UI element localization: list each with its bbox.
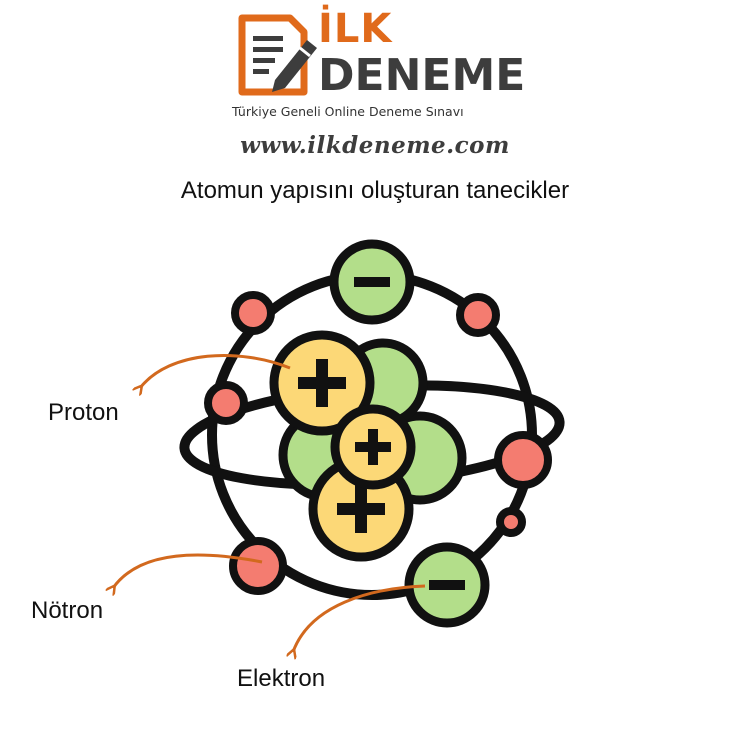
neutron-particle bbox=[204, 381, 248, 425]
neutron-particle bbox=[496, 507, 526, 537]
brand-tagline: Türkiye Geneli Online Deneme Sınavı bbox=[232, 104, 464, 119]
electron-particle bbox=[329, 239, 415, 325]
minus-icon bbox=[354, 277, 390, 287]
brand-logo: İLK DENEME Türkiye Geneli Online Deneme … bbox=[0, 0, 750, 170]
brand-name-deneme: DENEME bbox=[318, 50, 526, 101]
proton-particle bbox=[330, 404, 416, 490]
label-elektron: Elektron bbox=[237, 665, 326, 692]
label-proton: Proton bbox=[48, 399, 119, 426]
proton-pointer-arrow bbox=[140, 354, 291, 388]
diagram-title: Atomun yapısını oluşturan tanecikler bbox=[180, 177, 570, 204]
electron-particle bbox=[404, 542, 490, 628]
brand-name-ilk: İLK bbox=[318, 6, 393, 52]
website-url[interactable]: www.ilkdeneme.com bbox=[240, 132, 510, 159]
proton-particle bbox=[269, 330, 375, 436]
neutron-particle bbox=[456, 293, 500, 337]
elektron-pointer-arrow bbox=[293, 584, 426, 652]
neutron-particles bbox=[204, 291, 552, 595]
neutron-particle bbox=[494, 431, 552, 489]
neutron-particle bbox=[229, 537, 287, 595]
nucleus bbox=[269, 330, 467, 562]
document-pen-icon bbox=[238, 14, 317, 96]
label-notron: Nötron bbox=[31, 597, 104, 624]
minus-icon bbox=[429, 580, 465, 590]
neutron-particle bbox=[231, 291, 275, 335]
notron-pointer-arrow bbox=[113, 553, 263, 588]
